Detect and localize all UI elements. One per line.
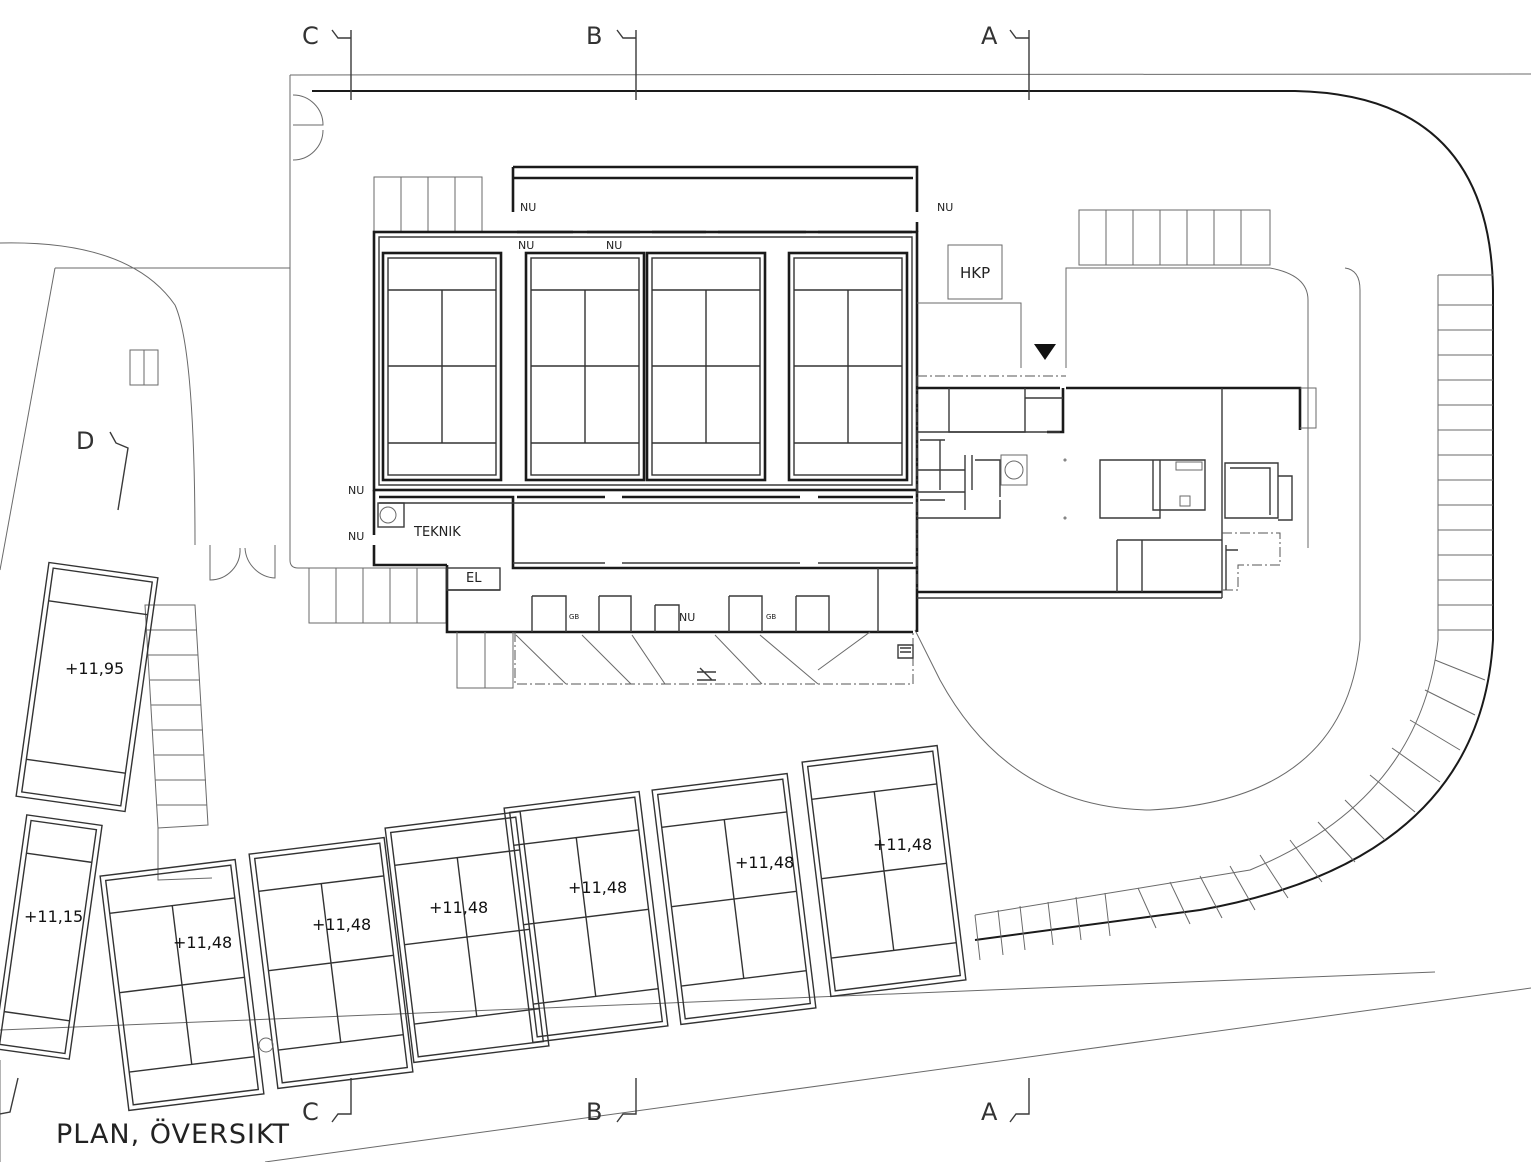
section-marker-b-bottom: B	[586, 1078, 637, 1126]
parking-top-left	[373, 176, 483, 233]
indoor-court-2	[524, 251, 646, 482]
outdoor-court-7	[651, 772, 817, 1026]
outdoor-court-8	[801, 744, 967, 998]
site-gates	[209, 94, 324, 581]
parking-top-right	[1078, 209, 1271, 266]
section-marker-a-top: A	[981, 22, 1030, 100]
parking-west	[144, 604, 213, 881]
tennis-hall	[372, 165, 919, 689]
section-label: B	[586, 22, 602, 50]
nu-tag: NU	[518, 239, 534, 252]
outdoor-court-2	[0, 814, 103, 1060]
indoor-court-4	[787, 251, 909, 482]
outdoor-court-4	[248, 836, 414, 1090]
section-label: A	[981, 22, 998, 50]
bike-shelter	[129, 349, 159, 386]
section-label: C	[302, 1098, 319, 1126]
nu-tag: NU	[606, 239, 622, 252]
clubhouse	[916, 244, 1317, 599]
section-label: A	[981, 1098, 998, 1126]
section-marker-c-bottom: C	[302, 1078, 352, 1126]
outdoor-court-6	[503, 790, 669, 1044]
parking-curved	[974, 274, 1493, 961]
indoor-court-3	[645, 251, 767, 482]
nu-tag: NU	[520, 201, 536, 214]
room-label-teknik: TEKNIK	[413, 525, 461, 540]
outdoor-court-1	[15, 561, 159, 813]
indoor-court-1	[381, 251, 503, 482]
room-label-el: EL	[466, 571, 482, 586]
elevation-label: +11,15	[24, 907, 83, 926]
gb-tag: GB	[766, 613, 776, 621]
manhole-icon	[258, 1037, 274, 1053]
drawing-title: PLAN, ÖVERSIKT	[56, 1118, 290, 1150]
parking-left	[308, 567, 447, 624]
elevation-label: +11,48	[568, 878, 627, 897]
elevation-label: +11,95	[65, 659, 124, 678]
section-marker-b-top: B	[586, 22, 637, 100]
outdoor-court-5	[384, 810, 550, 1064]
gb-tag: GB	[569, 613, 579, 621]
nu-tag: NU	[348, 484, 364, 497]
room-label-hkp: HKP	[960, 264, 990, 282]
entrance-arrow-icon	[1034, 344, 1056, 360]
section-marker-c-top: C	[302, 22, 352, 100]
section-marker-a-bottom: A	[981, 1078, 1030, 1126]
nu-tag: NU	[679, 611, 695, 624]
section-label: D	[76, 427, 94, 455]
site-boundary	[0, 73, 1531, 1162]
nu-tag: NU	[348, 530, 364, 543]
section-marker-d: D	[76, 427, 129, 511]
elevation-label: +11,48	[173, 933, 232, 952]
elevation-label: +11,48	[312, 915, 371, 934]
outdoor-court-3	[99, 858, 265, 1112]
section-marker-stub	[0, 1077, 19, 1115]
elevation-label: +11,48	[429, 898, 488, 917]
nu-tag: NU	[937, 201, 953, 214]
section-label: C	[302, 22, 319, 50]
elevation-label: +11,48	[735, 853, 794, 872]
elevation-label: +11,48	[873, 835, 932, 854]
section-label: B	[586, 1098, 602, 1126]
